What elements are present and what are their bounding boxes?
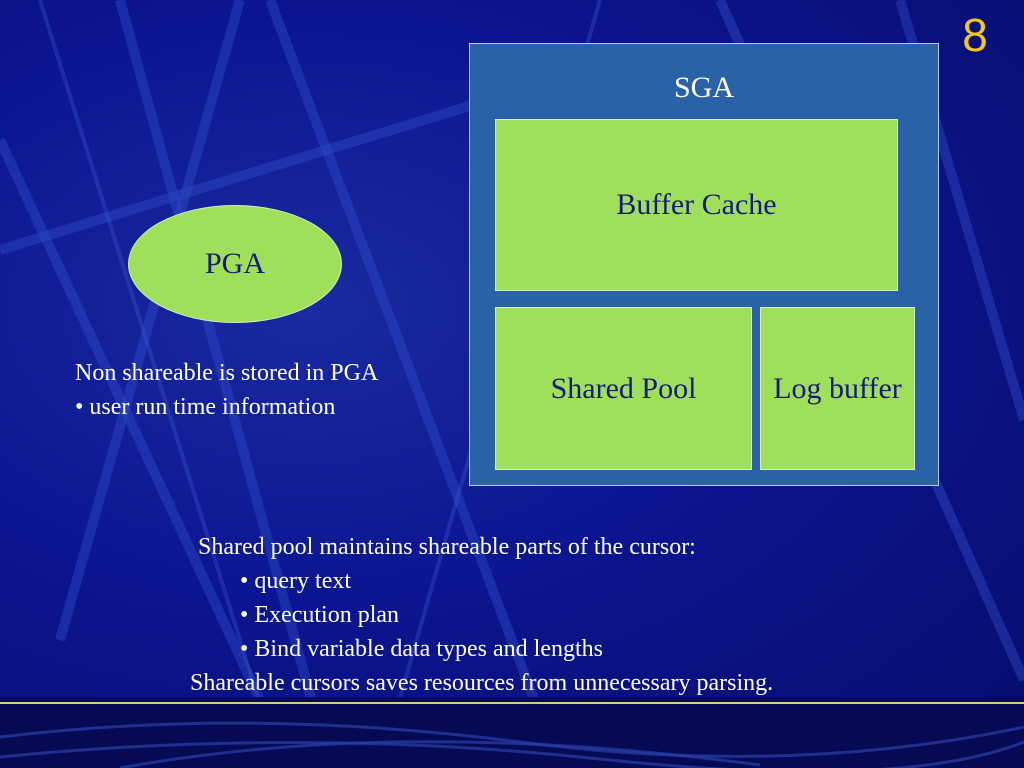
shared-pool-note-conclusion: Shareable cursors saves resources from u… — [190, 670, 774, 696]
shared-pool-note: Shared pool maintains shareable parts of… — [190, 530, 773, 700]
pga-note-bullet: • user run time information — [75, 394, 336, 420]
shared-pool-note-bullet: • Bind variable data types and lengths — [240, 636, 603, 662]
pga-label: PGA — [204, 247, 265, 280]
bottom-wave-band — [0, 697, 1024, 768]
shared-pool-note-heading: Shared pool maintains shareable parts of… — [198, 534, 696, 560]
shared-pool-note-bullet: • Execution plan — [240, 602, 400, 628]
sga-label: SGA — [673, 71, 734, 104]
sga-container: SGA Buffer Cache Shared Pool Log buffer — [469, 43, 939, 486]
pga-ellipse: PGA — [128, 205, 342, 323]
shared-pool-label: Shared Pool — [550, 371, 697, 405]
slide-number: 8 — [962, 9, 988, 61]
buffer-cache-box: Buffer Cache — [495, 119, 898, 291]
pga-note-heading: Non shareable is stored in PGA — [75, 360, 379, 386]
shared-pool-box: Shared Pool — [495, 307, 752, 470]
log-buffer-label: Log buffer — [773, 371, 902, 405]
log-buffer-box: Log buffer — [760, 307, 915, 470]
pga-note: Non shareable is stored in PGA • user ru… — [75, 356, 378, 424]
buffer-cache-label: Buffer Cache — [616, 188, 777, 221]
shared-pool-note-bullet: • query text — [240, 568, 352, 594]
